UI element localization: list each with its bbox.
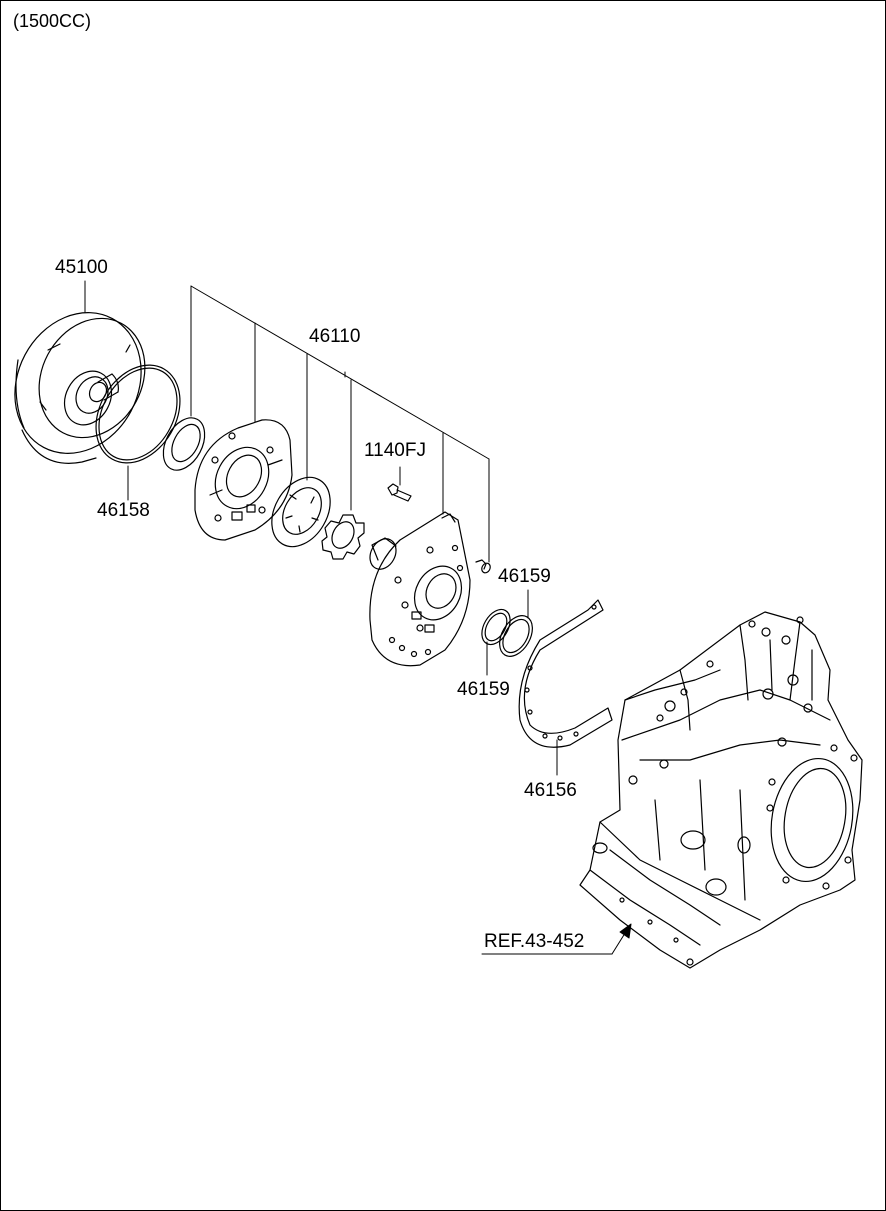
leader-ref-43-452 bbox=[482, 924, 631, 954]
part-label-45100: 45100 bbox=[55, 257, 108, 278]
bolt-1140FJ-illustration bbox=[388, 467, 411, 501]
part-label-46156: 46156 bbox=[524, 780, 577, 801]
engine-variant-label: (1500CC) bbox=[13, 11, 92, 31]
inner-gear-illustration bbox=[322, 515, 364, 559]
seal-ring-46159-upper-illustration bbox=[493, 590, 539, 662]
leader-46110 bbox=[191, 286, 489, 562]
part-label-46159-upper: 46159 bbox=[498, 566, 551, 587]
plug-illustration bbox=[476, 560, 492, 574]
part-label-46110: 46110 bbox=[309, 326, 361, 347]
reference-label: REF.43-452 bbox=[484, 931, 585, 952]
gasket-46156-illustration bbox=[519, 600, 612, 775]
part-label-46159-lower: 46159 bbox=[457, 679, 510, 700]
outer-gear-illustration bbox=[260, 467, 342, 557]
pump-body-illustration bbox=[365, 512, 471, 666]
torque-converter-illustration bbox=[0, 290, 165, 475]
part-label-46158: 46158 bbox=[97, 500, 150, 521]
oil-seal-illustration bbox=[155, 411, 213, 477]
o-ring-46158-illustration bbox=[79, 350, 197, 478]
transaxle-case-illustration bbox=[580, 612, 862, 968]
part-label-1140FJ: 1140FJ bbox=[364, 440, 426, 461]
seal-ring-46159-lower-illustration bbox=[476, 605, 516, 675]
pump-cover-illustration bbox=[195, 420, 292, 540]
